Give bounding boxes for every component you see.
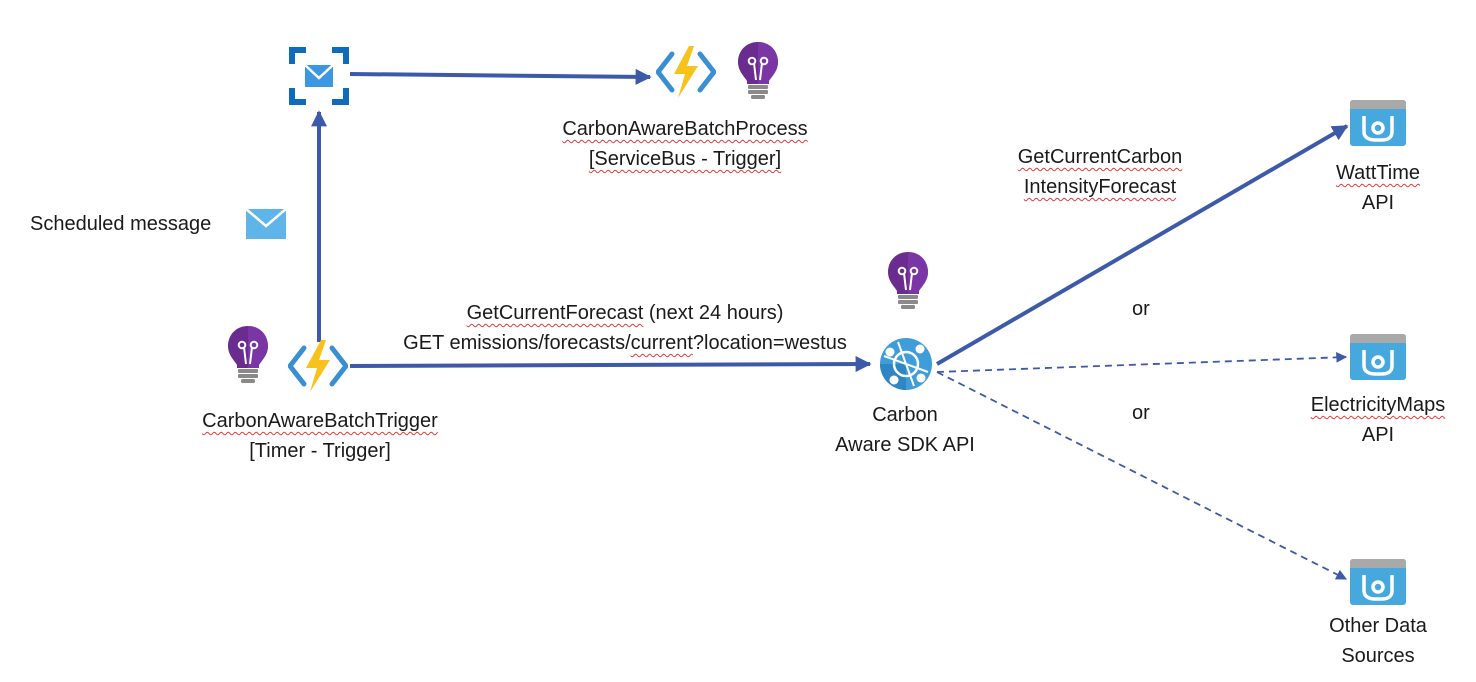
envelope-icon xyxy=(245,208,287,239)
batch-process-name: CarbonAwareBatchProcess xyxy=(562,118,808,140)
intensity-forecast-label: GetCurrentCarbon IntensityForecast xyxy=(990,142,1210,202)
watttime-label: WattTime API xyxy=(1300,158,1456,218)
service-bus-queue-icon xyxy=(289,47,349,105)
sdk-api-line2: Aware SDK API xyxy=(835,434,975,456)
forecast-get-prefix: GET emissions/forecasts/ xyxy=(403,332,631,354)
function-app-icon xyxy=(290,340,346,392)
scheduled-message-label: Scheduled message xyxy=(30,213,212,235)
or-label-2: or xyxy=(1132,402,1150,424)
watttime-line2: API xyxy=(1361,192,1395,214)
watttime-line1: WattTime xyxy=(1335,162,1421,184)
arrow-sdk-to-watttime xyxy=(935,124,1349,366)
arrow-trigger-to-sdk xyxy=(349,356,872,373)
batch-process-label: CarbonAwareBatchProcess [ServiceBus - Tr… xyxy=(520,114,850,174)
forecast-request-label: GetCurrentForecast (next 24 hours) GET e… xyxy=(375,298,875,358)
arrow-servicebus-to-process xyxy=(349,68,652,85)
other-sources-line1: Other Data xyxy=(1329,615,1427,637)
other-sources-label: Other Data Sources xyxy=(1300,611,1456,671)
app-insights-bulb-icon xyxy=(737,41,779,100)
batch-process-type: [ServiceBus - Trigger] xyxy=(588,148,782,170)
api-connection-icon xyxy=(1350,100,1406,146)
batch-trigger-type: [Timer - Trigger] xyxy=(249,440,391,462)
electricitymaps-line1: ElectricityMaps xyxy=(1310,394,1446,416)
batch-trigger-name: CarbonAwareBatchTrigger xyxy=(202,410,438,432)
forecast-method-name: GetCurrentForecast xyxy=(466,302,644,324)
forecast-get-current: current xyxy=(630,332,693,354)
api-connection-icon xyxy=(1350,334,1406,380)
api-management-icon xyxy=(880,338,932,390)
api-connection-icon xyxy=(1350,559,1406,605)
arrow-sdk-to-electricitymaps xyxy=(936,351,1348,373)
forecast-get-query: ?location=westus xyxy=(692,332,847,354)
electricitymaps-label: ElectricityMaps API xyxy=(1290,390,1466,450)
batch-trigger-label: CarbonAwareBatchTrigger [Timer - Trigger… xyxy=(170,406,470,466)
app-insights-bulb-icon xyxy=(227,325,269,384)
intensity-line2: IntensityForecast xyxy=(1023,176,1177,198)
electricitymaps-line2: API xyxy=(1361,424,1395,446)
forecast-method-suffix: (next 24 hours) xyxy=(643,302,784,324)
function-app-icon xyxy=(658,46,714,98)
intensity-line1: GetCurrentCarbon xyxy=(1017,146,1183,168)
other-sources-line2: Sources xyxy=(1341,645,1415,667)
arrow-sdk-to-other xyxy=(936,371,1347,580)
or-label-1: or xyxy=(1132,298,1150,320)
sdk-api-line1: Carbon xyxy=(872,404,938,426)
app-insights-bulb-icon xyxy=(887,251,929,310)
sdk-api-label: Carbon Aware SDK API xyxy=(800,400,1010,460)
